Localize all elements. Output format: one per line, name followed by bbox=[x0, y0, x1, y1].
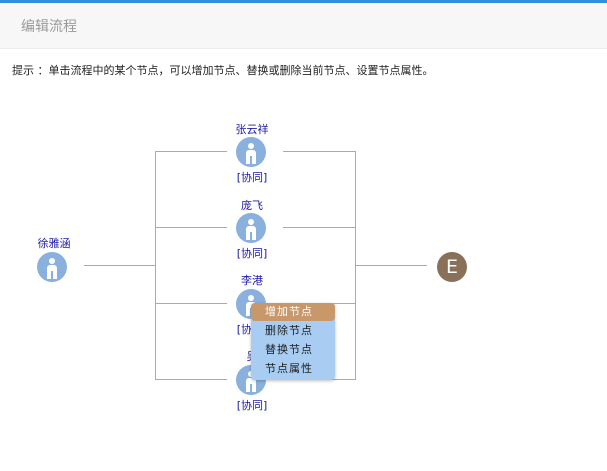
menu-item-replace-node[interactable]: 替换节点 bbox=[265, 343, 313, 356]
connector-end-in bbox=[355, 265, 427, 266]
menu-item-node-properties[interactable]: 节点属性 bbox=[265, 362, 313, 375]
start-node-person-icon[interactable] bbox=[37, 252, 67, 282]
branch-1-name: 张云祥 bbox=[235, 123, 269, 136]
connector-branch-2-right bbox=[283, 227, 356, 228]
connector-branch-4-left bbox=[155, 379, 227, 380]
end-node[interactable]: E bbox=[437, 252, 467, 282]
dialog-title: 编辑流程 bbox=[21, 19, 77, 35]
hint-text: 提示 ：单击流程中的某个节点，可以增加节点、替换或删除当前节点、设置节点属性。 bbox=[12, 64, 434, 77]
dialog-header: 编辑流程 bbox=[0, 3, 607, 49]
branch-1-role: [协同] bbox=[236, 171, 268, 184]
branch-1-person-icon[interactable] bbox=[236, 137, 266, 167]
branch-2-name: 庞飞 bbox=[241, 199, 263, 212]
branch-2-role: [协同] bbox=[236, 247, 268, 260]
connector-left-vertical bbox=[155, 151, 156, 379]
connector-branch-1-right bbox=[283, 151, 356, 152]
top-accent-bar bbox=[0, 0, 607, 3]
menu-item-delete-node[interactable]: 删除节点 bbox=[265, 324, 313, 337]
branch-2-person-icon[interactable] bbox=[236, 213, 266, 243]
start-node-name: 徐雅涵 bbox=[37, 237, 71, 250]
connector-branch-1-left bbox=[155, 151, 227, 152]
connector-branch-3-left bbox=[155, 303, 227, 304]
connector-start-out bbox=[84, 265, 156, 266]
branch-3-name: 李港 bbox=[241, 274, 263, 287]
connector-branch-2-left bbox=[155, 227, 227, 228]
node-context-menu: 增加节点 删除节点 替换节点 节点属性 bbox=[251, 303, 335, 380]
menu-item-add-node[interactable]: 增加节点 bbox=[251, 303, 335, 321]
branch-4-role: [协同] bbox=[236, 399, 268, 412]
